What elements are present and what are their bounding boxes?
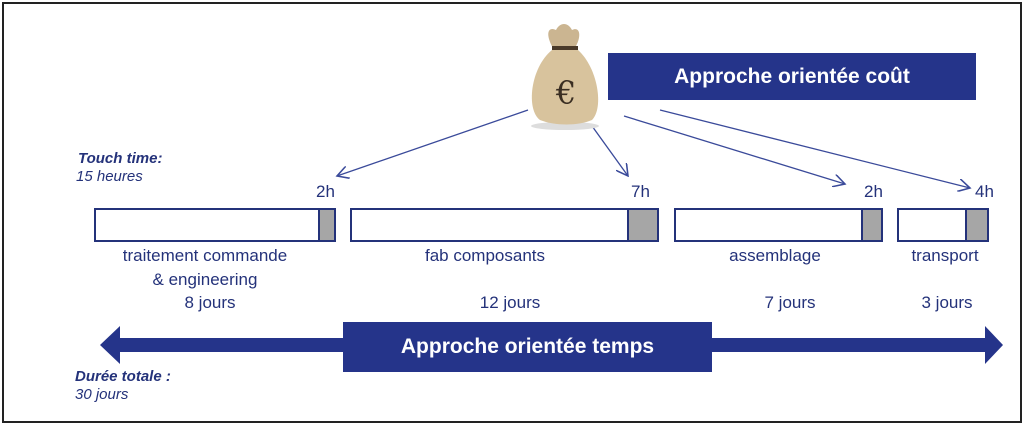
step-name-1: traitement commande — [122, 246, 288, 265]
total-duration-label: Durée totale : — [75, 368, 171, 385]
step-name-2: fab composants — [424, 246, 545, 265]
svg-text:€: € — [555, 74, 576, 112]
step-bar-1 — [94, 208, 336, 242]
cost-arrow-4 — [659, 109, 970, 188]
cost-arrow-1 — [337, 109, 529, 176]
duration-3: 7 jours — [764, 293, 816, 312]
step-bar-4 — [897, 208, 989, 242]
cost-arrow-3 — [623, 115, 845, 184]
touch-time-label: Touch time: — [78, 150, 163, 167]
step-name-3: assemblage — [729, 246, 821, 265]
step-bar-2 — [350, 208, 659, 242]
touch-4: 4h — [975, 182, 994, 201]
duration-4: 3 jours — [921, 293, 973, 312]
money-bag-icon: € — [531, 24, 599, 130]
duration-2: 12 jours — [479, 293, 541, 312]
duration-1: 8 jours — [184, 293, 236, 312]
time-approach-box: Approche orientée temps — [343, 322, 712, 372]
touch-2: 7h — [631, 182, 650, 201]
touch-time-value: 15 heures — [76, 168, 143, 185]
total-duration-value: 30 jours — [75, 386, 129, 403]
cost-approach-box: Approche orientée coût — [608, 53, 976, 100]
step-name-1b: & engineering — [152, 270, 258, 289]
touch-1: 2h — [316, 182, 335, 201]
step-bar-3 — [674, 208, 883, 242]
cost-arrow-2 — [591, 125, 628, 176]
step-name-4: transport — [911, 246, 979, 265]
touch-3: 2h — [864, 182, 883, 201]
